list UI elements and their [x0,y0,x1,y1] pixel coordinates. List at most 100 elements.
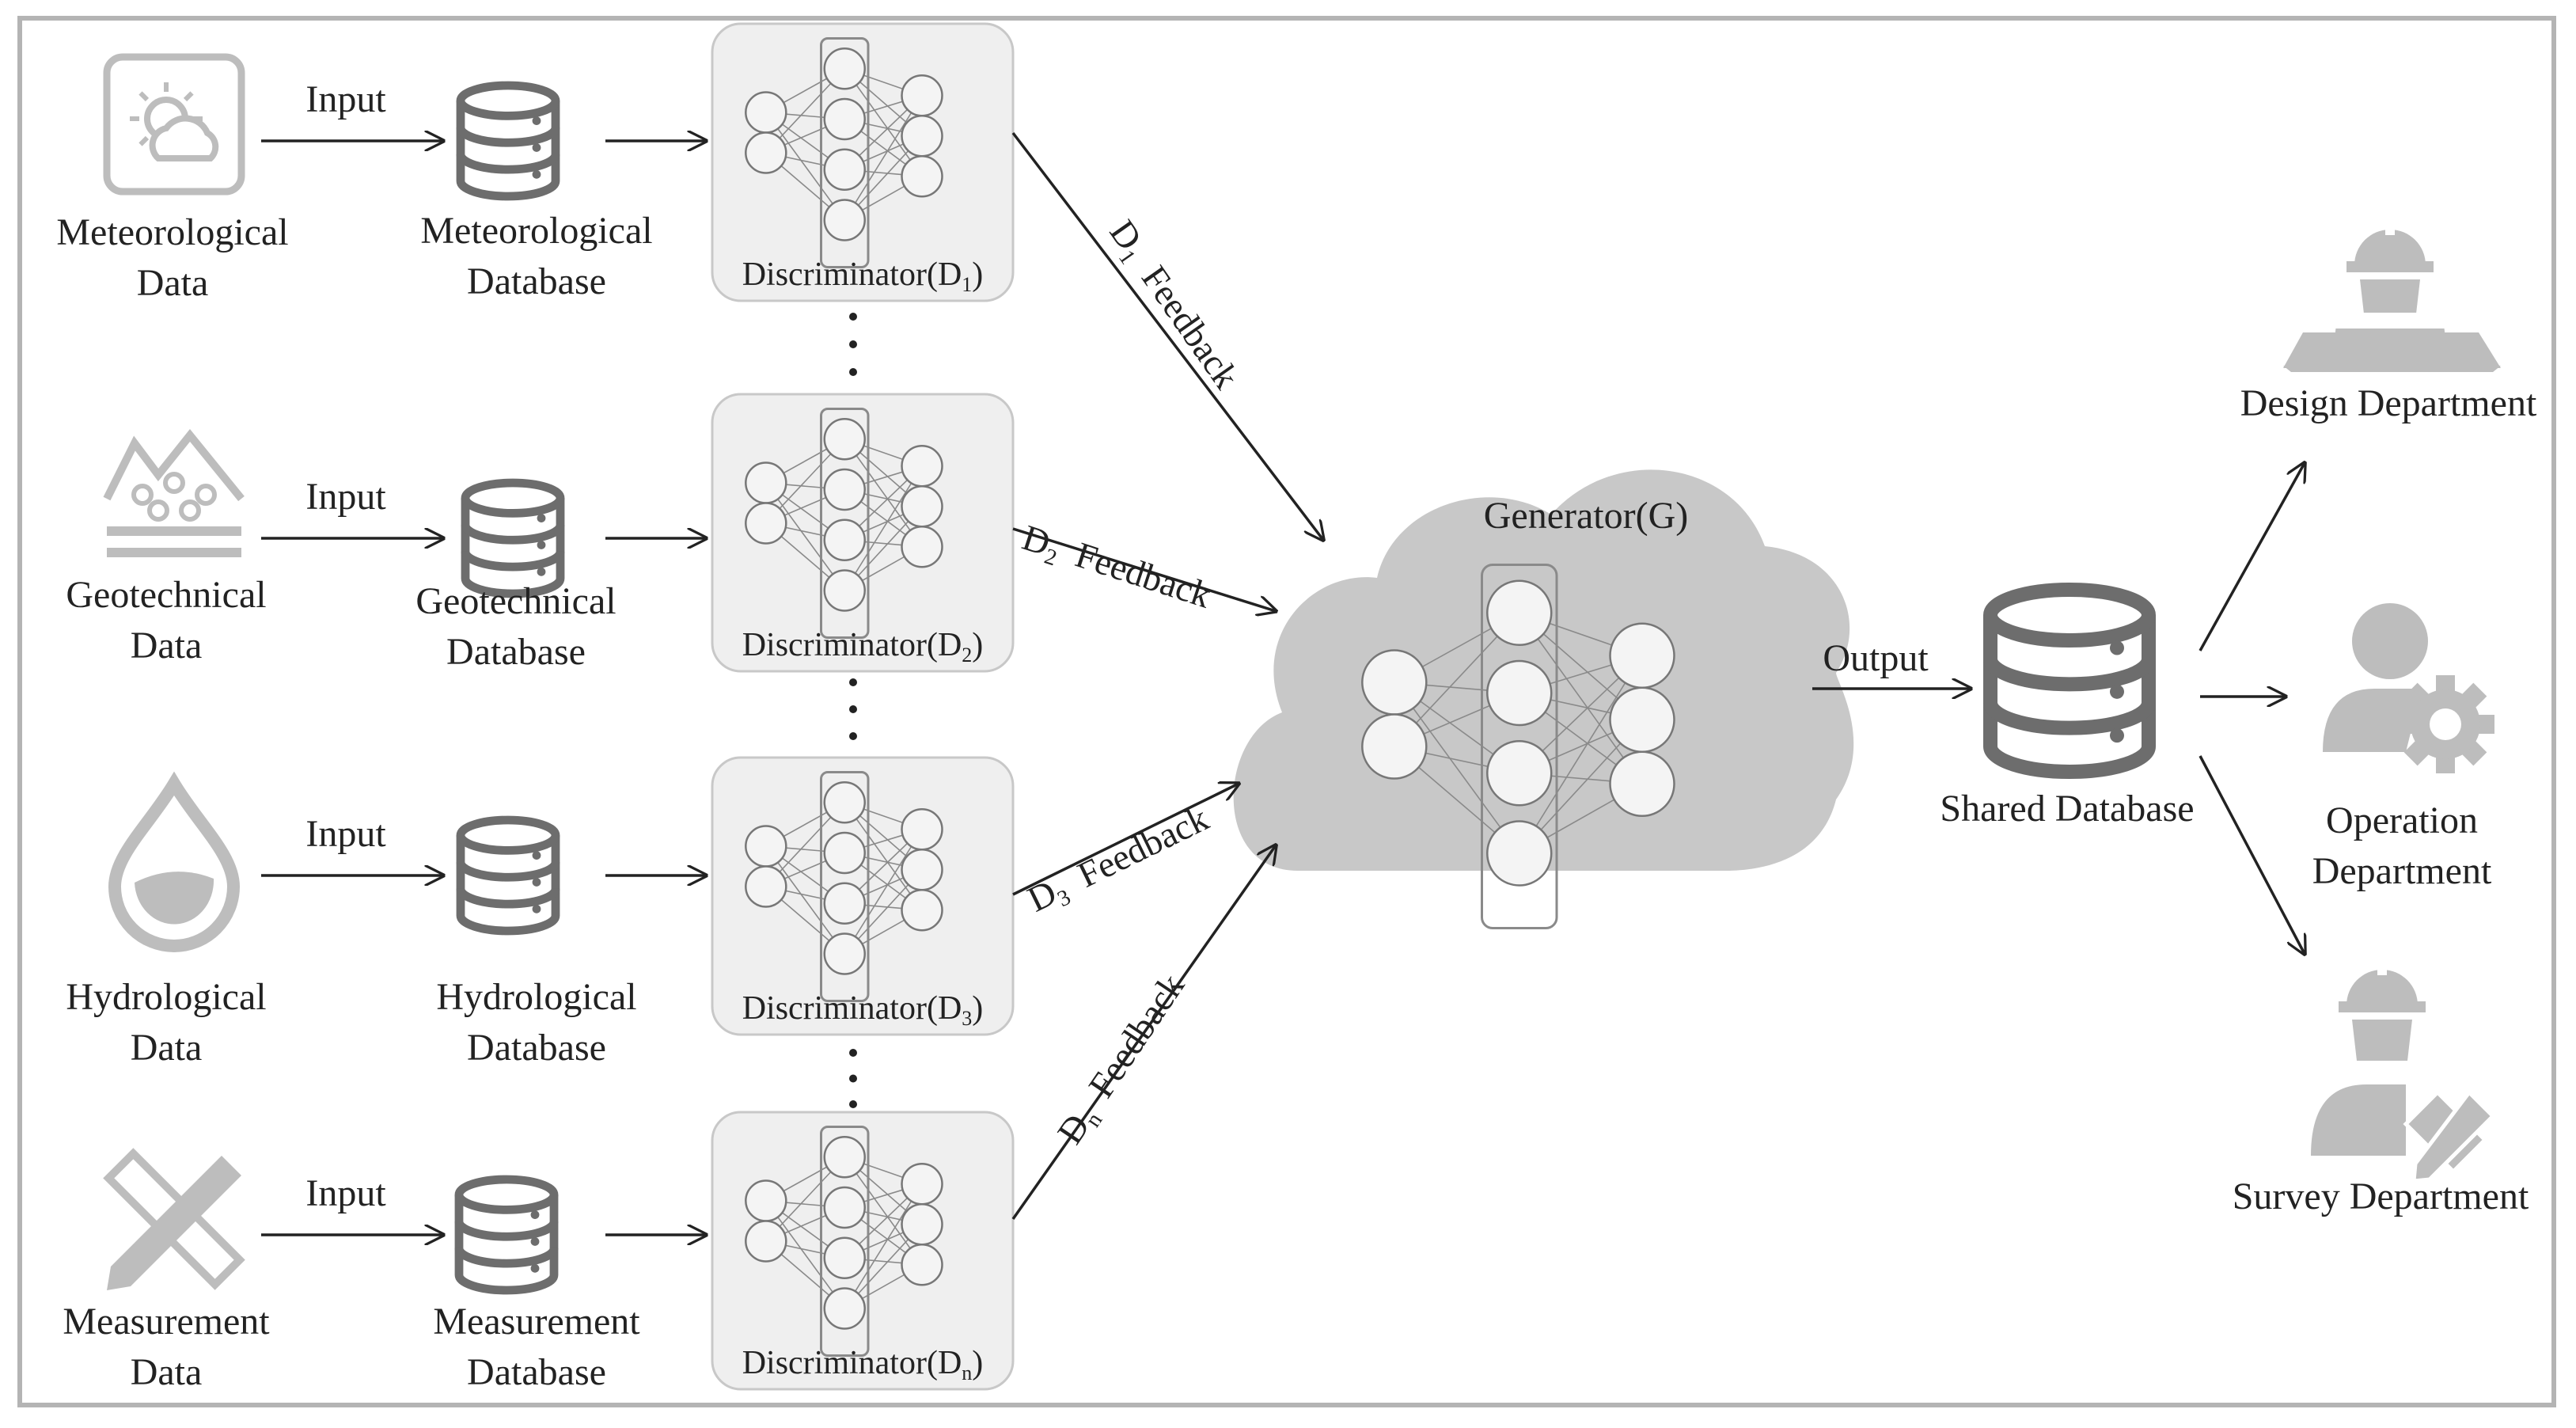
source-database-label-line: Database [467,260,606,302]
neuron [823,518,866,561]
source-database-icon [461,478,565,598]
discriminator-close: ) [972,1345,984,1381]
neuron [901,1244,943,1286]
discriminator-name: Discriminator(D [742,990,962,1027]
neuron [745,502,787,545]
data-source-label-line: Data [130,625,203,667]
source-database-label-line: Meteorological [420,210,653,252]
feedback-arrow [1012,527,1276,611]
neuron [823,932,866,975]
discriminator-index: 1 [962,272,973,296]
output-label: Output [1823,637,1929,679]
data-source-label-line: Data [136,262,209,304]
neuron [823,781,866,824]
neuron [745,865,787,908]
neuron [901,445,943,488]
neuron [901,74,943,117]
discriminator-close: ) [972,627,984,663]
neuron [901,155,943,198]
data-source-label-line: Data [130,1027,203,1069]
shared-database-icon [1983,583,2156,779]
discriminator-label: Discriminator(Dn) [546,1343,1179,1393]
discriminator-name: Discriminator(D [742,1345,962,1381]
to-design-arrow [2199,463,2305,651]
discriminator-name: Discriminator(D [742,627,962,663]
neuron [823,1236,866,1279]
source-database-icon [454,1175,559,1295]
discriminator-name: Discriminator(D [742,256,962,293]
neuron [823,1136,866,1179]
ellipsis-dots [849,678,857,740]
neuron [823,569,866,612]
neuron [745,131,787,174]
source-database-label-line: Measurement [433,1301,640,1343]
source-database-label-line: Database [467,1027,606,1069]
to-survey-arrow [2199,755,2305,954]
source-database-icon [456,81,560,201]
design-department-label: Design Department [2072,378,2576,429]
discriminator-index: 2 [962,643,973,667]
neuron [823,47,866,90]
feedback-arrow [1011,131,1323,540]
neuron [823,831,866,875]
input-label: Input [305,1172,386,1214]
input-label: Input [305,813,386,855]
neuron [823,882,866,925]
neuron [901,1163,943,1206]
neuron [1486,740,1553,807]
source-database-label-line: Hydrological [436,976,637,1018]
discriminator-panel [711,393,1015,673]
survey-department-label-line: Survey Department [2232,1175,2529,1217]
neuron [1609,686,1675,753]
neuron [901,889,943,932]
generator-label: Generator(G) [1483,495,1689,537]
data-source-label-line: Measurement [63,1301,270,1343]
ellipsis-dots [849,1049,857,1108]
discriminator-close: ) [972,256,984,293]
neuron [823,199,866,241]
neuron [901,808,943,851]
shared-database-label: Shared Database [1940,788,2195,830]
neuron [823,97,866,141]
discriminator-panel [711,1111,1015,1391]
neuron [1486,659,1553,727]
discriminator-label: Discriminator(D1) [546,255,1179,305]
neuron [901,526,943,568]
discriminator-panel [711,756,1015,1036]
discriminator-label: Discriminator(D2) [546,625,1179,675]
neuron [1609,750,1675,817]
survey-worker-icon [2311,959,2496,1183]
neuron [823,148,866,191]
neuron [823,468,866,511]
data-source-label-line: Meteorological [56,211,289,253]
design-department-label-line: Design Department [2240,382,2537,424]
source-database-label-line: Database [467,1351,606,1393]
neuron [823,1186,866,1229]
neuron [823,1287,866,1330]
neuron [1486,820,1553,887]
diagram-frame [17,16,2556,1407]
discriminator-close: ) [972,990,984,1027]
neuron [901,849,943,891]
ellipsis-dots [849,313,857,376]
operation-department-label-line: Operation [2326,799,2478,841]
generator-cloud [1233,469,1854,929]
neuron [745,1220,787,1263]
discriminator-index: 3 [962,1006,973,1030]
geotechnical-icon [103,429,245,557]
neuron [901,115,943,158]
discriminator-label: Discriminator(D3) [546,989,1179,1039]
discriminator-panel [711,22,1015,302]
data-source-label-line: Geotechnical [66,574,267,616]
neuron [901,485,943,528]
neuron [745,1179,787,1222]
survey-department-label: Survey Department [2064,1172,2576,1222]
